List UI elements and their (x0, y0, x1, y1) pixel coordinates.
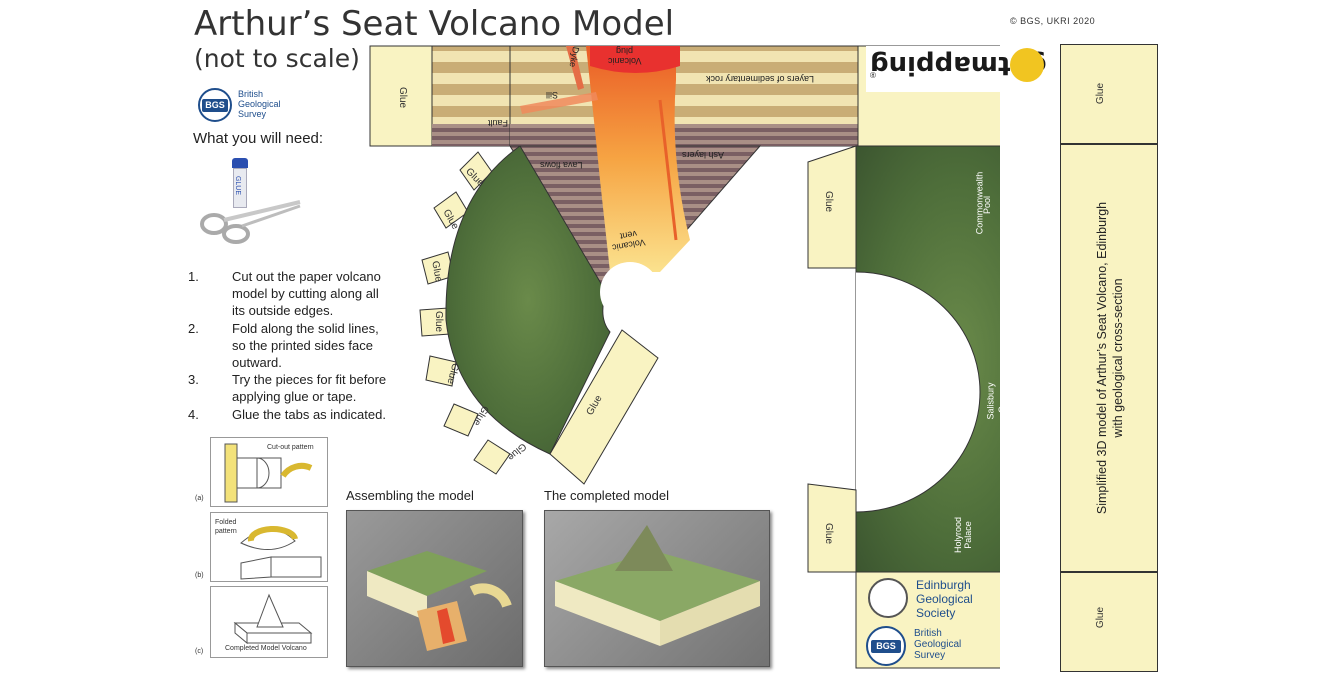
volcanic-vent (586, 46, 690, 272)
glue-label: Glue (1095, 82, 1107, 105)
instruction-step: 3.Try the pieces for fit before applying… (188, 372, 387, 405)
glue-label: Glue (433, 310, 445, 333)
label-plug-2: plug (616, 46, 634, 56)
diagram-a-label: (a) (195, 495, 204, 502)
glue-label: Glue (397, 86, 409, 109)
diagram-b-caption-1: Folded (215, 519, 237, 526)
diagram-b-caption-2: pattern (215, 528, 237, 535)
map-label-commonwealth-2: Pool (982, 195, 993, 215)
bgs-logo-bottom: BGS British Geological Survey (866, 626, 1046, 666)
copyright-text: © BGS, UKRI 2020 (1010, 16, 1096, 26)
diagram-c-caption: Completed Model Volcano (225, 645, 307, 652)
label-fault: Fault (488, 118, 509, 128)
glue-stick-label: GLUE (234, 175, 242, 196)
completed-caption: The completed model (544, 488, 670, 503)
getmapping-logo: getmapping ® (870, 44, 1054, 90)
glue-stick-icon: GLUE (232, 158, 248, 208)
bgs-logo-abbr: BGS (202, 99, 228, 112)
map-label-dynamic-2: Earth (1013, 472, 1024, 494)
map-label-salisbury-2: Crags (997, 388, 1008, 414)
bgs-logo-line2: Geological (238, 99, 281, 109)
glue-label: Glue (823, 190, 835, 213)
instructions-list: 1.Cut out the paper volcano model by cut… (188, 268, 408, 423)
assembling-caption: Assembling the model (346, 488, 474, 503)
getmapping-icon (1010, 48, 1044, 82)
label-lava: Lava flows (540, 160, 583, 170)
bgs-logo-bottom-line3: Survey (914, 650, 946, 661)
diagram-a-caption: Cut-out pattern (267, 444, 314, 451)
diagram-c: Completed Model Volcano (210, 586, 328, 658)
bgs-logo-bottom-line2: Geological (914, 639, 962, 650)
dyke (566, 46, 584, 90)
instruction-step: 1.Cut out the paper volcano model by cut… (188, 269, 381, 319)
assembling-photo (346, 510, 523, 667)
scissors-icon (200, 200, 301, 244)
completed-volcano-sketch (233, 593, 313, 645)
side-text-panel (1060, 144, 1158, 572)
map-label-holyrood-1: Holyrood (953, 516, 964, 554)
egs-line2: Geological (916, 592, 973, 606)
needs-heading: What you will need: (193, 130, 324, 147)
side-text: Simplified 3D model of Arthur’s Seat Vol… (1094, 148, 1126, 568)
page-subtitle: (not to scale) (194, 44, 360, 73)
diagram-b: Folded pattern (210, 512, 328, 582)
bgs-logo-bottom-line1: British (914, 628, 942, 639)
label-layers: Layers of sedimentary rock (706, 74, 815, 84)
cut-out-pattern-sketch (224, 443, 313, 503)
glue-label: Glue (1095, 606, 1107, 629)
label-sill: Sill (546, 90, 559, 100)
volcanic-plug (590, 46, 680, 73)
fan-glue-tabs (419, 151, 511, 475)
egs-crest-icon (868, 578, 908, 618)
diagram-a: Cut-out pattern (210, 437, 328, 507)
bgs-logo-bottom-abbr: BGS (871, 640, 901, 653)
bgs-logo: BGS British Geological Survey (198, 88, 308, 122)
folded-pattern-sketch (240, 525, 322, 580)
completed-photo (544, 510, 770, 667)
page-title: Arthur’s Seat Volcano Model (194, 4, 675, 44)
egs-line3: Society (916, 606, 956, 620)
bgs-logo-badge: BGS (198, 88, 232, 122)
glue-label: Glue (823, 522, 835, 545)
glue-tab (549, 329, 659, 485)
side-text-line2: with geological cross-section (1111, 278, 1125, 438)
instruction-step: 2.Fold along the solid lines, so the pri… (188, 320, 379, 371)
sill (520, 92, 598, 114)
instruction-step: 4.Glue the tabs as indicated. (188, 406, 386, 422)
map-label-salisbury-1: Salisbury (985, 382, 996, 420)
label-plug-1: Volcanic (608, 56, 642, 66)
egs-logo: Edinburgh Geological Society (866, 578, 1046, 622)
bgs-logo-line1: British (238, 89, 264, 99)
bgs-logo-line3: Survey (238, 109, 267, 119)
getmapping-reg: ® (870, 70, 876, 79)
map-sector-left (445, 145, 611, 455)
bgs-logo-bottom-badge: BGS (866, 626, 906, 666)
diagram-c-label: (c) (195, 648, 204, 655)
glue-tab (1060, 44, 1158, 144)
label-ash: Ash layers (682, 150, 725, 160)
side-text-line1: Simplified 3D model of Arthur’s Seat Vol… (1095, 201, 1109, 515)
diagram-b-label: (b) (195, 572, 204, 579)
glue-tab (1060, 572, 1158, 672)
egs-line1: Edinburgh (916, 578, 971, 592)
map-label-holyrood-2: Palace (962, 521, 973, 549)
cutout-pattern (369, 45, 1000, 669)
